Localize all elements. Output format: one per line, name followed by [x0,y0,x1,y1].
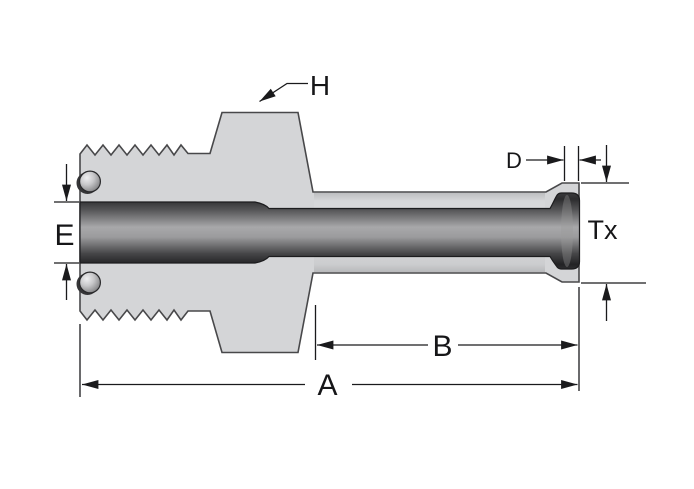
leader-line [259,82,308,103]
o-ring-top [76,170,101,194]
dimension-E [54,164,79,300]
dim-label-Tx: Tx [588,215,618,245]
dim-label-E: E [54,219,74,252]
dim-label-B: B [432,330,452,363]
bore-and-tube [79,192,581,270]
dimension-Tx [581,145,646,321]
dim-label-D: D [506,148,522,173]
end-cap-highlight [561,195,573,267]
dimension-B [314,305,578,360]
dim-label-A: A [317,369,337,402]
o-ring-bottom [76,271,101,295]
dim-label-H: H [310,70,330,101]
dimension-H [259,82,308,103]
dimension-A [79,287,580,397]
dimension-D [526,146,601,181]
